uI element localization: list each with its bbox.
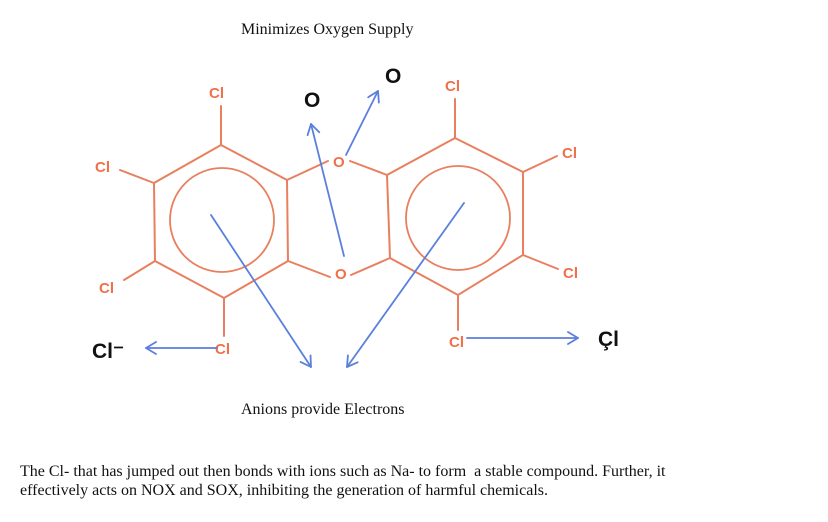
chloride-ion-label: Cl⁻ <box>92 340 124 363</box>
bond-left-to-bottom-oxygen <box>287 260 331 278</box>
explanation-paragraph: The Cl- that has jumped out then bonds w… <box>20 462 810 500</box>
explanation-line-1: The Cl- that has jumped out then bonds w… <box>20 463 666 480</box>
cl-atom-right-top: Cl <box>445 78 460 95</box>
arrow-left-ring-electrons <box>210 214 312 368</box>
cl-atom-right-bottom: Cl <box>449 334 464 351</box>
arrow-bottom-oxygen-released <box>306 123 345 257</box>
o-atom-bridge-top: O <box>333 154 345 171</box>
right-ring-aromatic-circle <box>405 165 511 271</box>
arrow-right-ring-electrons <box>346 202 465 368</box>
cl-atom-left-upper: Cl <box>95 159 110 176</box>
left-ring-aromatic-circle <box>169 167 275 273</box>
bottom-caption: Anions provide Electrons <box>241 401 405 418</box>
bond-cl-right-upper <box>522 155 558 173</box>
bond-cl-left-upper <box>119 169 155 184</box>
cl-atom-right-lower: Cl <box>563 265 578 282</box>
top-caption: Minimizes Oxygen Supply <box>241 21 414 38</box>
cl-atom-left-top: Cl <box>209 85 224 102</box>
bond-bottom-oxygen-to-right <box>350 257 391 276</box>
left-benzene-ring <box>152 144 290 300</box>
bond-cl-right-lower <box>522 254 559 270</box>
cl-atom-left-bottom: Cl <box>215 341 230 358</box>
cl-atom-right-upper: Cl <box>562 145 577 162</box>
explanation-line-2: effectively acts on NOX and SOX, inhibit… <box>20 482 548 499</box>
o-atom-bridge-bottom: O <box>335 266 347 283</box>
bond-cl-left-lower <box>123 260 156 281</box>
cl-atom-left-lower: Cl <box>99 280 114 297</box>
released-oxygen-right: O <box>385 65 401 88</box>
chlorine-right-label: Çl <box>598 328 619 351</box>
released-oxygen-left: O <box>304 89 320 112</box>
bond-top-oxygen-to-right <box>349 160 388 176</box>
arrow-top-oxygen-released <box>345 90 380 156</box>
